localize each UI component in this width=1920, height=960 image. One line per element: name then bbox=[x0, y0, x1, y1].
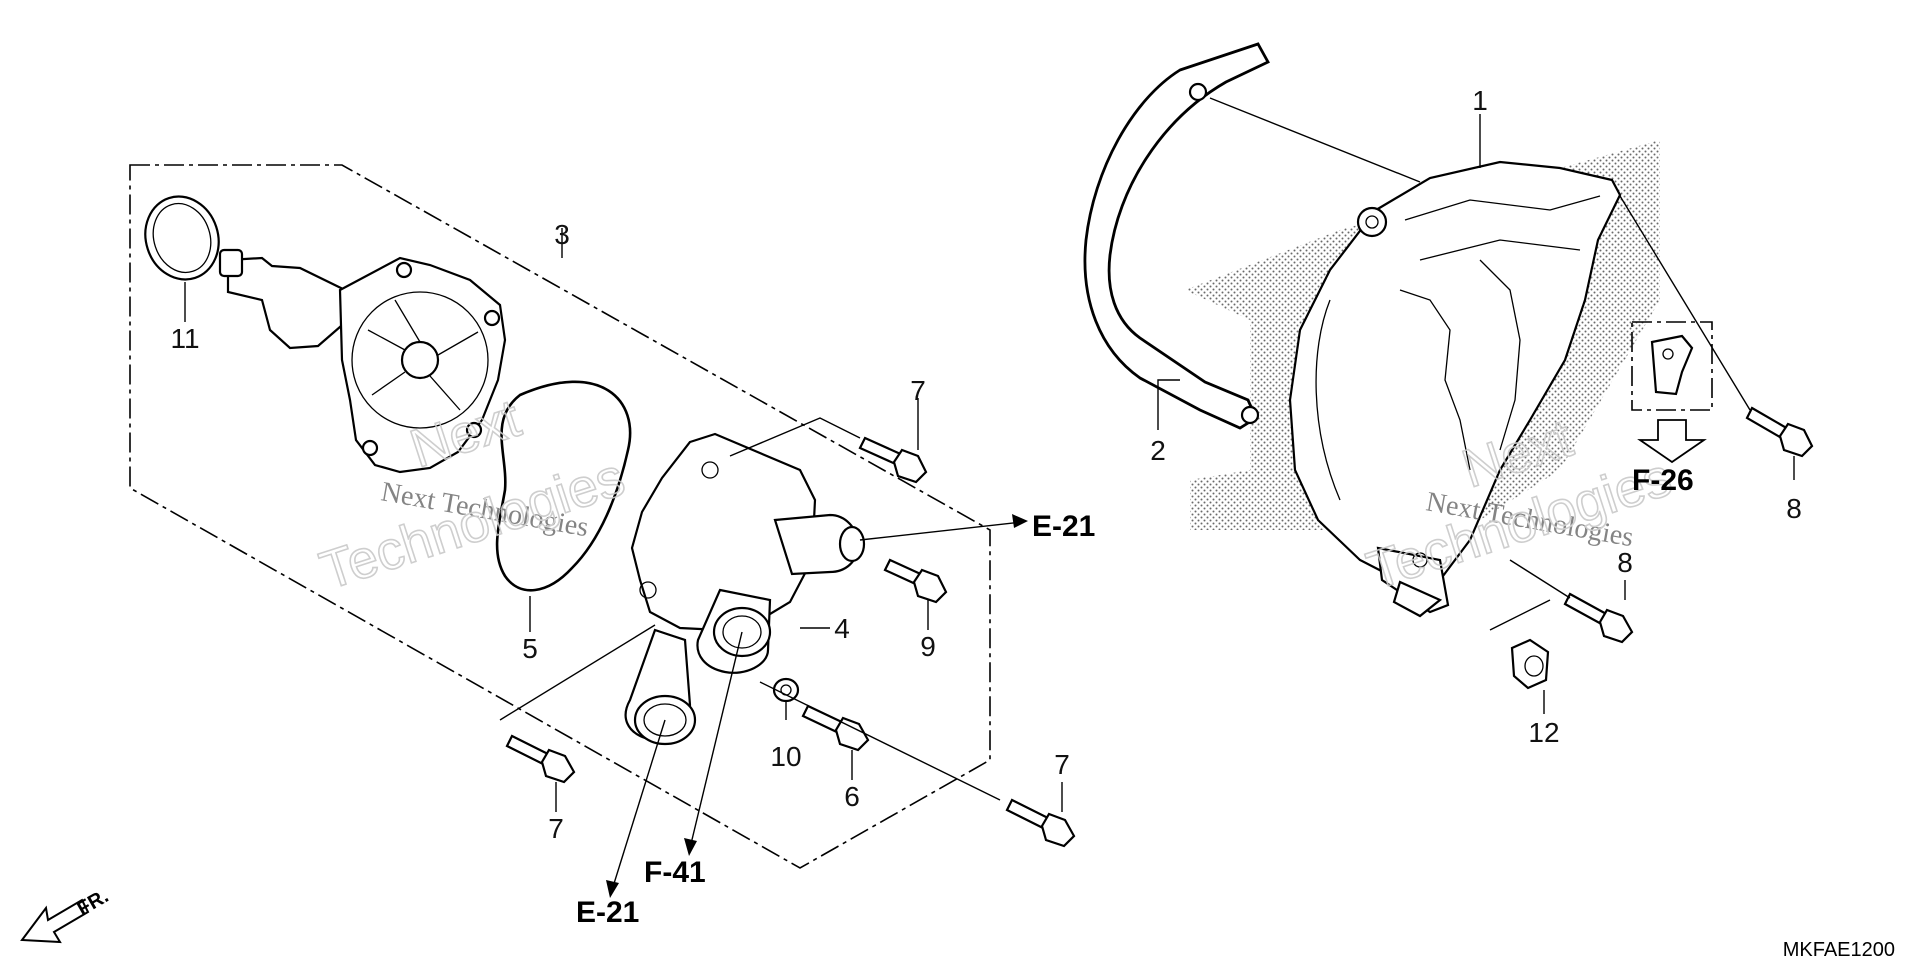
bolt-7-upper bbox=[858, 436, 928, 484]
water-pump-3 bbox=[218, 248, 507, 474]
ref-e21-right[interactable]: E-21 bbox=[1032, 510, 1095, 543]
bolt-7-lower-right bbox=[1005, 798, 1076, 848]
callout-5: 5 bbox=[522, 633, 538, 664]
f26-arrow bbox=[1637, 419, 1707, 464]
callout-6: 6 bbox=[844, 781, 860, 812]
callout-8-lower: 8 bbox=[1617, 547, 1633, 578]
bolt-8-lower bbox=[1563, 592, 1634, 644]
water-pump-cover-4 bbox=[624, 432, 866, 746]
ref-f41[interactable]: F-41 bbox=[644, 856, 706, 889]
callout-7-lower-right: 7 bbox=[1054, 749, 1070, 780]
callout-11: 11 bbox=[170, 323, 199, 354]
gasket-2 bbox=[1083, 42, 1270, 430]
gasket-5 bbox=[495, 380, 632, 592]
bolt-8-upper bbox=[1745, 406, 1814, 458]
callout-7-lower-left: 7 bbox=[548, 813, 564, 844]
callout-4: 4 bbox=[834, 613, 850, 644]
front-direction-indicator: FR. bbox=[20, 885, 112, 944]
bolt-9 bbox=[883, 558, 948, 604]
ref-e21-bottom[interactable]: E-21 bbox=[576, 896, 639, 929]
callout-12: 12 bbox=[1528, 717, 1559, 748]
callout-10: 10 bbox=[770, 741, 801, 772]
callout-7-upper: 7 bbox=[910, 375, 926, 406]
o-ring-11 bbox=[144, 195, 220, 281]
clip-boundary bbox=[1631, 321, 1713, 411]
bolt-6 bbox=[801, 704, 870, 752]
bolt-7-lower-left bbox=[505, 734, 576, 784]
collar-12 bbox=[1510, 638, 1550, 690]
diagram-code: MKFAE1200 bbox=[1783, 939, 1895, 960]
cover-1 bbox=[1288, 160, 1622, 618]
callout-2: 2 bbox=[1150, 435, 1166, 466]
clip bbox=[1650, 334, 1694, 396]
water-pump-kit-boundary bbox=[129, 164, 991, 869]
front-arrow-icon bbox=[20, 898, 90, 944]
ref-f26[interactable]: F-26 bbox=[1632, 464, 1694, 497]
callout-9: 9 bbox=[920, 631, 936, 662]
callout-1: 1 bbox=[1472, 85, 1488, 116]
callout-8-upper: 8 bbox=[1786, 493, 1802, 524]
callout-3: 3 bbox=[554, 219, 570, 250]
